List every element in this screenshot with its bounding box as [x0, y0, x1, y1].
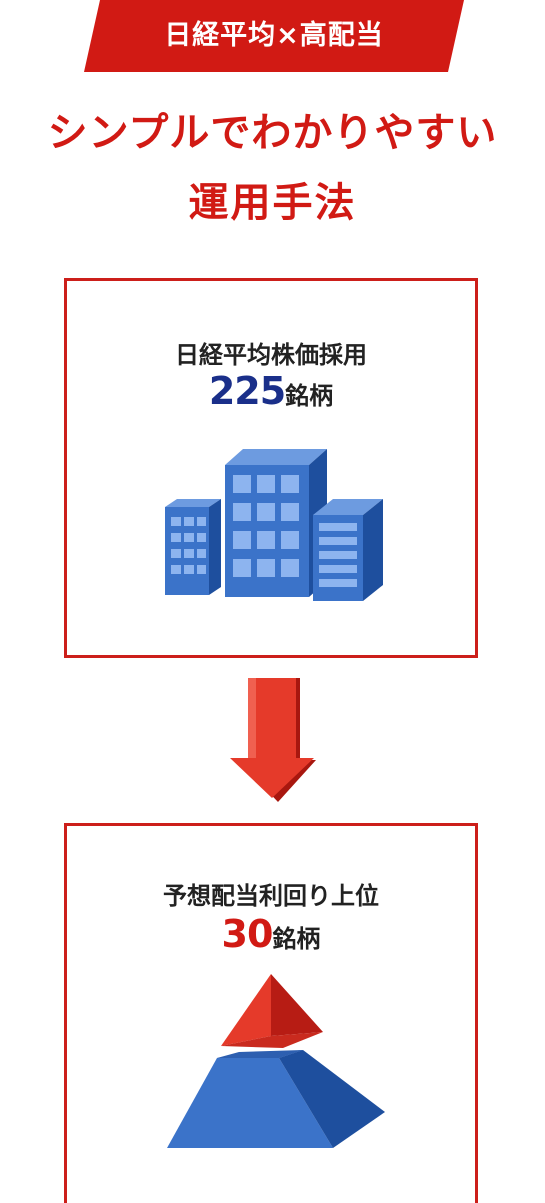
headline-line-1: シンプルでわかりやすい [47, 110, 498, 156]
banner-text: 日経平均×高配当 [164, 20, 384, 51]
step-1-count: 225銘柄 [67, 369, 475, 413]
step-1-count-unit: 銘柄 [285, 382, 334, 410]
office-buildings-icon [165, 449, 383, 601]
banner-background [84, 0, 464, 72]
step-1-label: 日経平均株価採用 [175, 341, 367, 369]
arrow-down-icon [230, 678, 316, 802]
step-1-count-number: 225 [208, 369, 286, 413]
pyramid-icon [167, 974, 385, 1148]
category-banner: 日経平均×高配当 [84, 0, 464, 72]
headline-line-2: 運用手法 [188, 180, 357, 226]
step-2-count: 30銘柄 [67, 912, 475, 956]
step-2-count-number: 30 [221, 912, 274, 956]
step-2-count-unit: 銘柄 [272, 925, 321, 953]
step-2-card: 予想配当利回り上位 30銘柄 [64, 823, 478, 1203]
step-2-label: 予想配当利回り上位 [163, 882, 379, 910]
step-1-card: 日経平均株価採用 225銘柄 [64, 278, 478, 658]
